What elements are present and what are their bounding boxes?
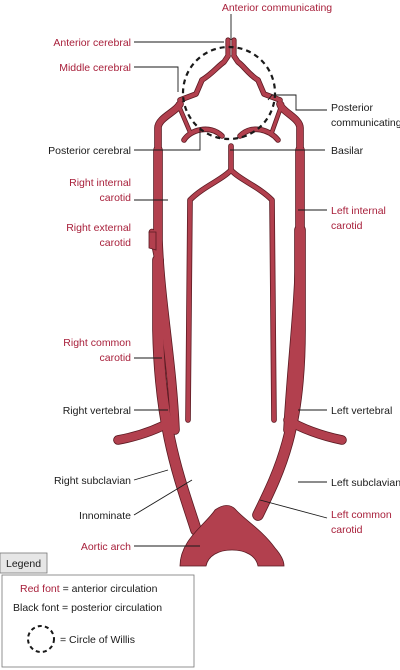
legend-title-tab [0,552,48,574]
legend-red-font: Red font [20,583,60,595]
label-left-internal-carotid: Left internal [331,205,386,217]
vessel-fills [114,38,346,535]
label-right-subclavian: Right subclavian [54,475,131,487]
label-left-vertebral: Left vertebral [331,405,392,417]
leader-lines [133,14,328,547]
label-basilar: Basilar [331,145,364,157]
legend-black-desc: = posterior circulation [59,602,162,614]
label-anterior-communicating: Anterior communicating [222,2,332,14]
external-carotid-stub [148,231,157,251]
label-aortic-arch: Aortic arch [81,541,131,553]
legend-box [1,574,195,668]
label-innominate: Innominate [79,510,131,522]
label-left-internal-carotid-2: carotid [331,220,363,232]
label-posterior-communicating: Posterior [331,102,374,114]
labels: Anterior communicating Anterior cerebral… [48,2,400,553]
legend-black-font: Black font [13,602,59,614]
label-middle-cerebral: Middle cerebral [59,62,131,74]
label-right-vertebral: Right vertebral [63,405,131,417]
label-right-internal-carotid: Right internal [69,177,131,189]
aortic-arch-shape [179,505,285,567]
legend: Legend Red font = anterior circulation B… [0,552,195,668]
legend-red-desc: = anterior circulation [60,583,158,595]
label-right-internal-carotid-2: carotid [99,192,131,204]
label-posterior-cerebral: Posterior cerebral [48,145,131,157]
label-right-external-carotid: Right external [66,222,131,234]
vessel-outlines [113,37,347,536]
vessels [113,37,347,567]
legend-circle-icon [27,625,55,653]
legend-circle-desc: = Circle of Willis [60,634,135,646]
label-left-common-carotid-2: carotid [331,524,363,536]
label-left-subclavian: Left subclavian [331,477,400,489]
label-right-common-carotid: Right common [63,337,131,349]
legend-red-row: Red font = anterior circulation [20,583,158,595]
label-right-external-carotid-2: carotid [99,237,131,249]
label-left-common-carotid: Left common [331,509,392,521]
label-right-common-carotid-2: carotid [99,352,131,364]
label-anterior-cerebral: Anterior cerebral [53,37,131,49]
label-posterior-communicating-2: communicating [331,117,400,129]
legend-title: Legend [6,558,41,570]
legend-black-row: Black font = posterior circulation [13,602,162,614]
circle-of-willis-ring [181,45,277,141]
